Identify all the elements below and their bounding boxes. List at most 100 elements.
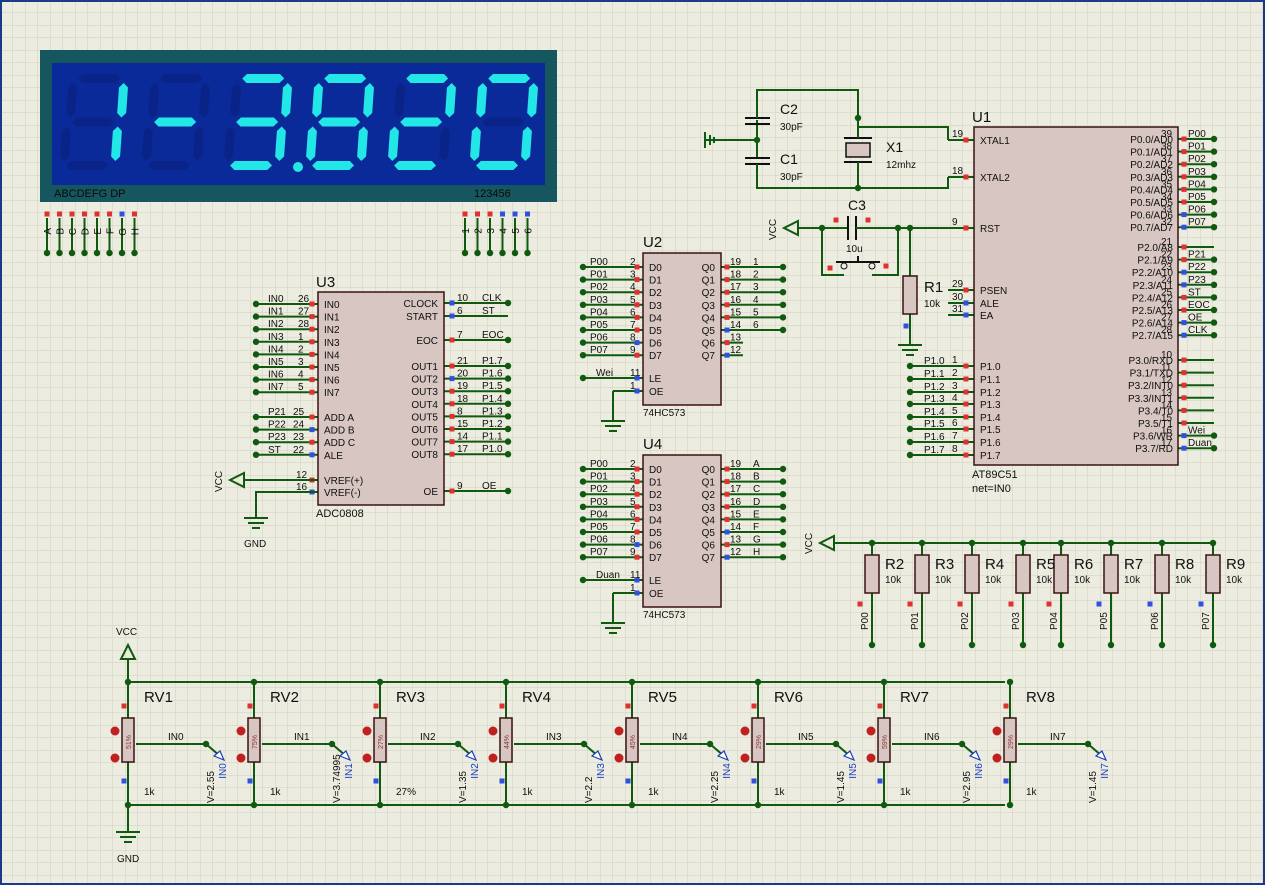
pin-marker: [449, 401, 455, 407]
digit-pin-label-4: 4: [499, 228, 510, 234]
u2-innet-3: P03: [590, 295, 608, 306]
segment-f: [66, 83, 77, 118]
junction-dot: [504, 362, 512, 370]
u1-net-EOC: EOC: [1188, 300, 1210, 311]
u2-le-num: 11: [630, 368, 641, 379]
pullup-ref-R8: R8: [1175, 556, 1194, 573]
u3-outnum-2: 19: [457, 381, 469, 392]
pin-marker: [1181, 269, 1187, 275]
pin-marker: [1181, 186, 1187, 192]
pin-marker: [634, 302, 640, 308]
junction-dot: [753, 136, 761, 144]
u4-innet-7: P07: [590, 547, 608, 558]
junction-dot: [252, 389, 260, 396]
pin-marker: [724, 542, 730, 548]
u4-innet-5: P05: [590, 522, 608, 533]
u1-net-P03: P03: [1188, 167, 1206, 178]
u1-pinnum-4: 4: [952, 393, 958, 404]
pullup-net-P03: P03: [1011, 612, 1022, 630]
junction-dot: [906, 375, 914, 383]
u1-pinname-ALE: ALE: [980, 299, 999, 310]
junction-dot: [1210, 281, 1218, 288]
u2-outnum-4: 15: [730, 307, 742, 318]
u3-outnum-1: 20: [457, 369, 469, 380]
btn-contact: [840, 262, 848, 270]
pin-marker: [449, 300, 455, 306]
junction-dot: [118, 249, 126, 257]
junction-dot: [579, 528, 587, 536]
junction-dot: [579, 554, 587, 561]
u1-rpinname-17: P3.7/RD: [1135, 444, 1173, 455]
u1-net-CLK: CLK: [1188, 325, 1208, 336]
junction-dot: [579, 352, 587, 359]
probe-net-4: IN4: [722, 763, 733, 779]
probe-volt-1: V=3.74995: [332, 754, 343, 803]
junction-dot: [504, 425, 512, 433]
digit-pin-label-2: 2: [474, 228, 485, 234]
pot-gnd-label: GND: [117, 854, 139, 865]
u3-outname-5: OUT6: [411, 425, 438, 436]
pin-marker: [634, 590, 640, 596]
pin-marker: [449, 488, 455, 494]
u3-innet-3: IN3: [268, 332, 284, 343]
pullup-net-P01: P01: [910, 612, 921, 630]
pin-marker: [449, 439, 455, 445]
u2-outnet-2: 3: [753, 282, 759, 293]
pin-marker: [907, 601, 913, 607]
pin-marker: [963, 426, 969, 432]
segment-g: [72, 117, 115, 127]
junction-dot: [252, 326, 260, 333]
junction-dot: [56, 249, 63, 257]
probe-arrow-7: [1094, 750, 1108, 762]
pot-pct-RV6: 29%: [756, 735, 763, 749]
u3-inname-0: IN0: [324, 300, 340, 311]
pot-button-down: [614, 753, 624, 763]
junction-dot: [1210, 256, 1218, 263]
u3-rtnum-1: 6: [457, 306, 463, 317]
seven-segment-display[interactable]: [40, 50, 557, 202]
pullup-net-P04: P04: [1049, 612, 1060, 630]
vcc-label: VCC: [768, 219, 779, 240]
u3-addrnet-1: P22: [268, 420, 286, 431]
pullup-ref-R9: R9: [1226, 556, 1245, 573]
pin-marker: [724, 277, 730, 283]
u1-rpinnum-11: 11: [1161, 363, 1172, 374]
wire-layer: [43, 89, 1218, 843]
u1-rpinnum-12: 12: [1161, 375, 1173, 386]
u2-le-name: LE: [649, 374, 662, 385]
u3-innet-5: IN5: [268, 357, 284, 368]
pot-button-up: [992, 726, 1002, 736]
u1-pinnum-3: 3: [952, 381, 958, 392]
u3-outnum-7: 17: [457, 444, 469, 455]
p1-label-3: P1.3: [924, 394, 945, 405]
u3-addrnum-2: 23: [293, 432, 305, 443]
u4-innum-2: 4: [630, 484, 636, 495]
pin-marker: [1181, 136, 1187, 142]
u1-rpinnum-10: 10: [1161, 350, 1173, 361]
u2-innum-3: 5: [630, 295, 636, 306]
p1-label-7: P1.7: [924, 445, 945, 456]
junction-dot: [968, 641, 976, 649]
pot-val-RV1: 1k: [144, 787, 156, 798]
u4-outname-1: Q1: [702, 478, 716, 489]
junction-dot: [1019, 641, 1027, 649]
probe-volt-4: V=2.25: [710, 771, 721, 803]
u2-inname-1: D1: [649, 276, 662, 287]
segment-d: [230, 161, 273, 170]
segment-g: [482, 117, 525, 127]
r1-body: [902, 275, 918, 315]
u2-oe-name: OE: [649, 387, 664, 398]
probe-arrow-3: [590, 750, 604, 762]
u4-outnum-3: 16: [730, 497, 742, 508]
junction-dot: [81, 249, 88, 257]
pot-net-IN7: IN7: [1050, 732, 1066, 743]
u3-innum-1: 27: [298, 307, 310, 318]
pot-body-RV3: [373, 717, 387, 763]
u1-net-P22: P22: [1188, 262, 1206, 273]
pot-button-down: [236, 753, 246, 763]
u3-body: [317, 291, 445, 506]
probe-net-1: IN1: [344, 763, 355, 779]
pin-marker: [963, 452, 969, 458]
pin-marker: [724, 314, 730, 320]
segment-g: [154, 117, 197, 127]
